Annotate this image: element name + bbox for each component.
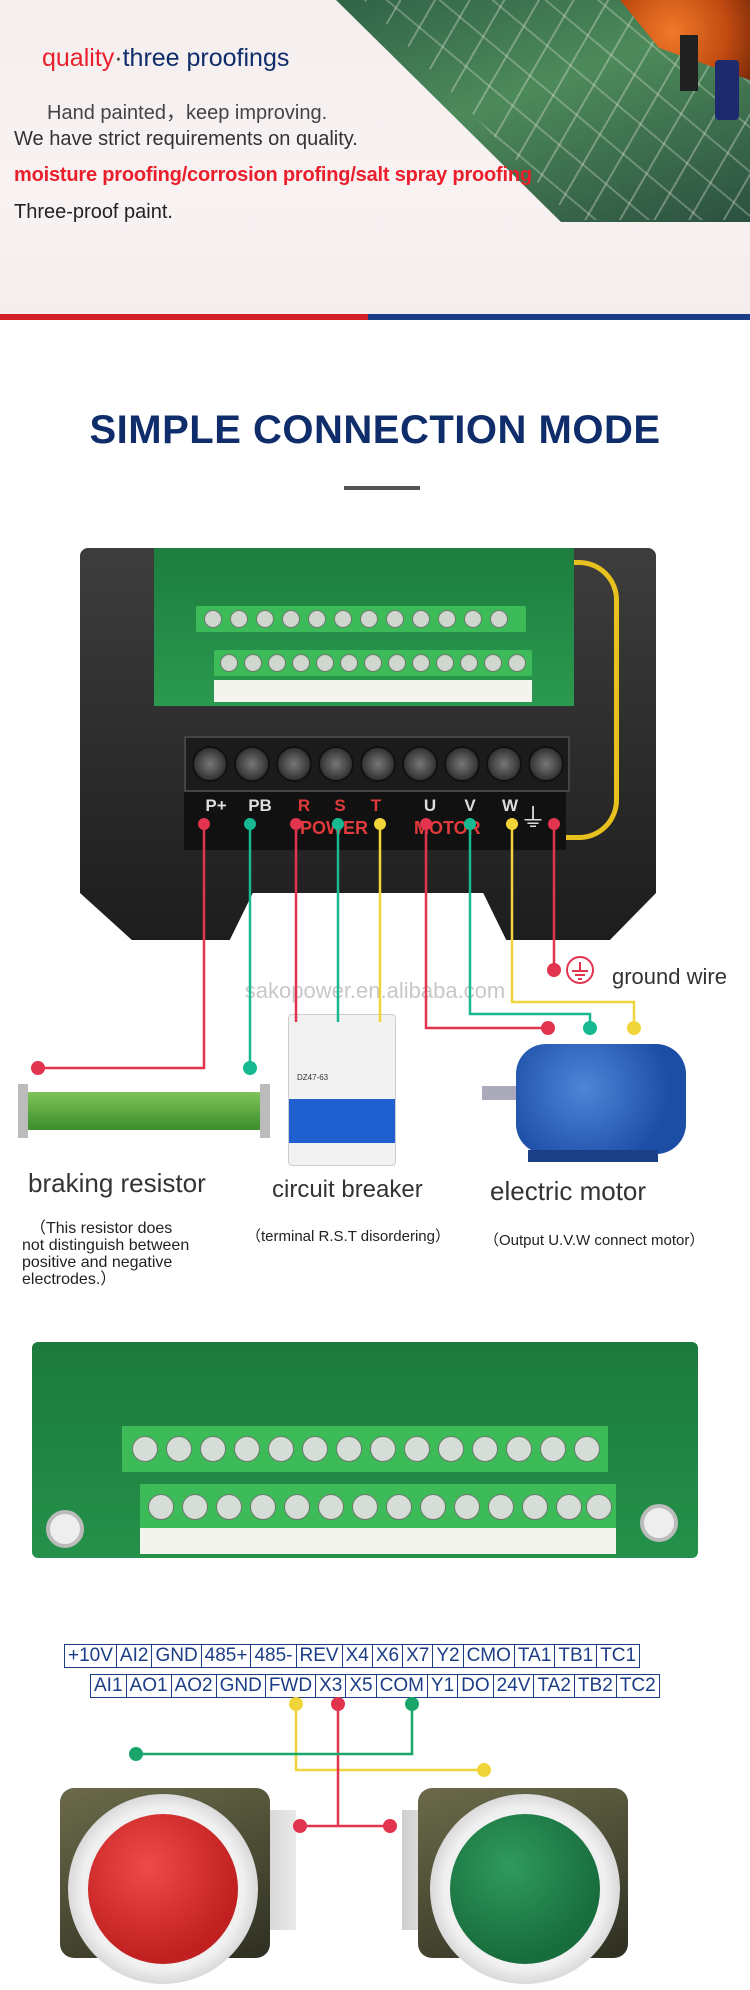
- mounting-hole: [46, 1510, 84, 1548]
- motor-base: [528, 1150, 658, 1162]
- power-terminal-block: [184, 736, 570, 792]
- capacitor-icon: [715, 60, 739, 120]
- ground-cable: [560, 560, 619, 840]
- terminal-cell: TA1: [513, 1644, 555, 1668]
- electric-motor-image: [516, 1044, 686, 1154]
- terminal-p-plus: P+: [205, 796, 227, 815]
- terminal-cell: TA2: [533, 1674, 574, 1698]
- braking-resistor-label: braking resistor: [28, 1168, 206, 1198]
- terminal-t: T: [370, 796, 382, 815]
- wiring-diagram-2: [129, 1697, 491, 1833]
- heading-proofings: three proofings: [122, 44, 290, 72]
- wire-u: [424, 824, 548, 1030]
- hero-banner: quality·three proofings Hand painted，kee…: [0, 0, 750, 318]
- terminal-cell: COM: [375, 1674, 427, 1698]
- terminal-cell: CMO: [462, 1644, 514, 1668]
- terminal-cell: GND: [215, 1674, 265, 1698]
- terminal-cell: TB1: [554, 1644, 597, 1668]
- hero-line-4: Three-proof paint.: [14, 201, 173, 223]
- control-terminal-row-bottom: [214, 650, 532, 676]
- hero-line-1: Hand painted，keep improving.: [47, 102, 328, 124]
- watermark: sakopower.en.alibaba.com: [244, 978, 506, 1003]
- terminal-cell: 24V: [492, 1674, 534, 1698]
- terminal-cell: REV: [295, 1644, 342, 1668]
- terminal-cell: X4: [341, 1644, 372, 1668]
- terminal-s: S: [334, 796, 346, 815]
- circuit-breaker-label: circuit breaker: [272, 1176, 423, 1203]
- title-underline: [344, 486, 420, 490]
- divider-red: [0, 314, 368, 320]
- terminal-cell: TC1: [596, 1644, 641, 1668]
- terminal-cell: +10V: [64, 1644, 116, 1668]
- terminal-cell: Y1: [426, 1674, 458, 1698]
- heading-quality: quality: [42, 44, 115, 72]
- control-terminal-row-top: [196, 606, 526, 632]
- motor-shaft: [482, 1086, 522, 1100]
- wire-com: [136, 1704, 414, 1756]
- terminal-cell: TC2: [615, 1674, 660, 1698]
- terminal-cell: AI2: [115, 1644, 152, 1668]
- green-push-button[interactable]: [450, 1814, 600, 1964]
- hero-line-2: We have strict requirements on quality.: [14, 128, 358, 150]
- section-title: SIMPLE CONNECTION MODE: [89, 408, 661, 452]
- closeup-terminal-row-top: [122, 1426, 608, 1472]
- closeup-terminal-row-bottom: [140, 1484, 616, 1528]
- closeup-terminal-legend: [140, 1528, 616, 1554]
- circuit-breaker-image: DZ47-63: [288, 1014, 396, 1166]
- terminal-cell: 485-: [250, 1644, 296, 1668]
- electric-motor-label: electric motor: [490, 1176, 647, 1206]
- hero-heading: quality·three proofings: [42, 44, 289, 73]
- divider-blue: [368, 314, 750, 320]
- motor-note: （Output U.V.W connect motor）: [484, 1232, 705, 1249]
- breaker-note: （terminal R.S.T disordering）: [246, 1228, 450, 1245]
- terminal-cell: AO2: [170, 1674, 216, 1698]
- ground-icon: ⏚: [520, 803, 547, 833]
- wire-p-plus: [38, 824, 206, 1070]
- capacitor-icon: [680, 35, 698, 91]
- terminal-cell: X7: [402, 1644, 433, 1668]
- terminal-cell: AI1: [90, 1674, 126, 1698]
- terminal-cell: X3: [315, 1674, 346, 1698]
- red-push-button[interactable]: [88, 1814, 238, 1964]
- terminal-w: W: [501, 796, 519, 815]
- ground-wire-label: ground wire: [612, 964, 727, 989]
- wire-v: [468, 824, 592, 1028]
- terminal-r: R: [297, 796, 311, 815]
- terminal-cell: 485+: [200, 1644, 251, 1668]
- wire-w: [510, 824, 636, 1028]
- terminal-pb: PB: [248, 796, 272, 815]
- heading-separator: ·: [114, 44, 123, 72]
- terminal-cell: X5: [345, 1674, 376, 1698]
- terminal-cell: DO: [457, 1674, 493, 1698]
- terminal-cell: TB2: [573, 1674, 616, 1698]
- hero-line-3: moisture proofing/corrosion profing/salt…: [14, 164, 532, 186]
- wire-fwd: [294, 1704, 484, 1772]
- terminal-cell: Y2: [432, 1644, 463, 1668]
- terminal-v: V: [464, 796, 476, 815]
- breaker-model: DZ47-63: [297, 1073, 329, 1082]
- terminal-cell: X6: [371, 1644, 403, 1668]
- mounting-hole: [640, 1504, 678, 1542]
- terminal-cell: AO1: [125, 1674, 171, 1698]
- resistor-note: （This resistor does not distinguish betw…: [22, 1220, 190, 1288]
- control-terminal-legend: [214, 680, 532, 702]
- braking-resistor-image: [18, 1084, 270, 1138]
- terminal-cell: FWD: [264, 1674, 316, 1698]
- ground-icon: [566, 956, 594, 984]
- terminal-cell: GND: [151, 1644, 201, 1668]
- terminal-u: U: [423, 796, 437, 815]
